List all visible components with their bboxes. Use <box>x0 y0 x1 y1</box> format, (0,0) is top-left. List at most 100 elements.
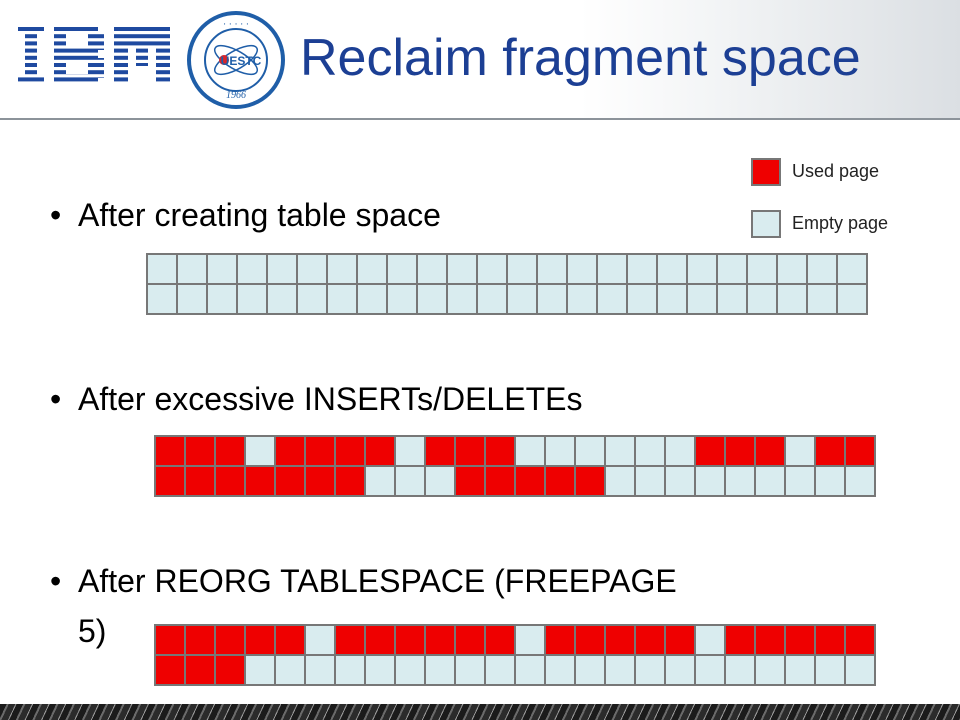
empty-page-cell <box>546 656 576 686</box>
used-page-cell <box>516 467 546 497</box>
empty-page-cell <box>478 285 508 315</box>
legend-empty-label: Empty page <box>792 213 889 233</box>
empty-page-cell <box>366 656 396 686</box>
empty-page-cell <box>576 437 606 467</box>
empty-page-cell <box>366 467 396 497</box>
empty-page-cell <box>148 285 178 315</box>
used-page-cell <box>606 626 636 656</box>
empty-page-cell <box>606 467 636 497</box>
page-grid-after-insert-delete <box>154 435 876 497</box>
empty-page-cell <box>306 656 336 686</box>
empty-page-cell <box>358 255 388 285</box>
empty-page-cell <box>628 255 658 285</box>
empty-page-cell <box>688 255 718 285</box>
empty-page-cell <box>396 467 426 497</box>
used-page-cell <box>336 467 366 497</box>
empty-page-cell <box>238 285 268 315</box>
empty-page-cell <box>778 285 808 315</box>
used-page-cell <box>426 437 456 467</box>
used-page-cell <box>636 626 666 656</box>
used-page-cell <box>726 437 756 467</box>
uestc-seal-logo: UESTC 1966 · · · · · <box>187 11 285 109</box>
empty-page-cell <box>636 656 666 686</box>
empty-page-cell <box>418 255 448 285</box>
empty-page-cell <box>726 656 756 686</box>
empty-page-cell <box>696 656 726 686</box>
empty-page-cell <box>516 626 546 656</box>
empty-page-cell <box>268 285 298 315</box>
empty-page-cell <box>508 285 538 315</box>
legend-empty-swatch <box>751 210 781 238</box>
used-page-cell <box>486 467 516 497</box>
used-page-cell <box>366 437 396 467</box>
empty-page-cell <box>328 255 358 285</box>
footer-decorative-band <box>0 704 960 720</box>
empty-page-cell <box>328 285 358 315</box>
empty-page-cell <box>606 437 636 467</box>
used-page-cell <box>486 437 516 467</box>
empty-page-cell <box>816 467 846 497</box>
page-grid-after-reorg <box>154 624 876 686</box>
used-page-cell <box>366 626 396 656</box>
used-page-cell <box>186 437 216 467</box>
used-page-cell <box>336 437 366 467</box>
used-page-cell <box>456 626 486 656</box>
empty-page-cell <box>516 437 546 467</box>
page-grid-after-create <box>146 253 868 315</box>
empty-page-cell <box>456 656 486 686</box>
used-page-cell <box>216 437 246 467</box>
empty-page-cell <box>516 656 546 686</box>
empty-page-cell <box>696 626 726 656</box>
used-page-cell <box>186 656 216 686</box>
empty-page-cell <box>846 467 876 497</box>
used-page-cell <box>276 467 306 497</box>
empty-page-cell <box>786 437 816 467</box>
used-page-cell <box>306 467 336 497</box>
empty-page-cell <box>426 467 456 497</box>
empty-page-cell <box>838 255 868 285</box>
empty-page-cell <box>396 656 426 686</box>
empty-page-cell <box>178 285 208 315</box>
slide-title: Reclaim fragment space <box>300 29 861 87</box>
empty-page-cell <box>658 285 688 315</box>
empty-page-cell <box>718 285 748 315</box>
used-page-cell <box>186 467 216 497</box>
used-page-cell <box>396 626 426 656</box>
used-page-cell <box>576 626 606 656</box>
empty-page-cell <box>276 656 306 686</box>
used-page-cell <box>696 437 726 467</box>
svg-text:UESTC: UESTC <box>221 54 262 68</box>
used-page-cell <box>246 626 276 656</box>
used-page-cell <box>156 626 186 656</box>
empty-page-cell <box>636 467 666 497</box>
bullet-text-continuation: 5) <box>78 613 107 649</box>
svg-text:1966: 1966 <box>226 90 246 101</box>
empty-page-cell <box>336 656 366 686</box>
header-map-background <box>580 0 960 118</box>
used-page-cell <box>276 437 306 467</box>
empty-page-cell <box>208 255 238 285</box>
header-divider <box>0 118 960 120</box>
empty-page-cell <box>718 255 748 285</box>
used-page-cell <box>816 437 846 467</box>
used-page-cell <box>216 656 246 686</box>
empty-page-cell <box>568 255 598 285</box>
bullet-text: After REORG TABLESPACE (FREEPAGE <box>78 563 677 599</box>
used-page-cell <box>726 626 756 656</box>
empty-page-cell <box>756 467 786 497</box>
empty-page-cell <box>448 285 478 315</box>
empty-page-cell <box>538 285 568 315</box>
empty-page-cell <box>238 255 268 285</box>
bullet-after-insert-delete: •After excessive INSERTs/DELETEs <box>50 380 582 418</box>
empty-page-cell <box>778 255 808 285</box>
empty-page-cell <box>388 255 418 285</box>
used-page-cell <box>216 467 246 497</box>
empty-page-cell <box>636 437 666 467</box>
empty-page-cell <box>696 467 726 497</box>
used-page-cell <box>486 626 516 656</box>
bullet-after-create: •After creating table space <box>50 196 441 234</box>
empty-page-cell <box>508 255 538 285</box>
empty-page-cell <box>688 285 718 315</box>
used-page-cell <box>576 467 606 497</box>
empty-page-cell <box>538 255 568 285</box>
